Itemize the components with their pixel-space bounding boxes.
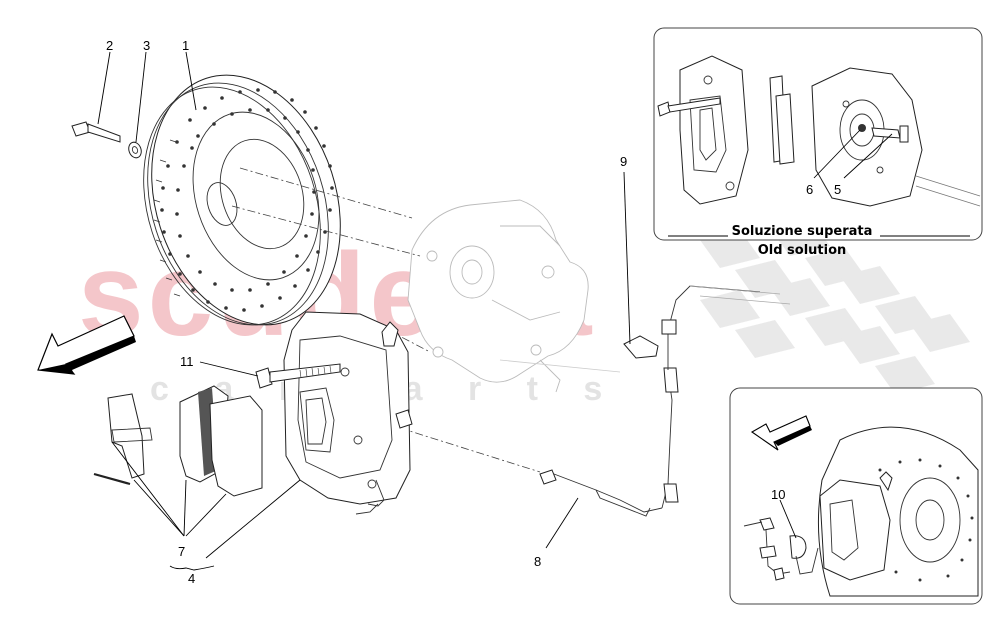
- disc-drill-holes: [160, 88, 334, 312]
- brake-caliper: [283, 311, 413, 515]
- leader-lines: [97, 51, 893, 571]
- callout-1: 1: [182, 38, 189, 53]
- inset-sensor-detail: [729, 387, 983, 605]
- callout-9: 9: [620, 154, 627, 169]
- callout-4: 4: [188, 571, 195, 586]
- caliper-bolt: [255, 363, 341, 389]
- disc-bolt: [71, 121, 121, 143]
- brake-disc: [143, 74, 341, 326]
- callout-11: 11: [180, 354, 194, 369]
- brake-hose-and-sensor: [539, 285, 791, 517]
- brake-pad-set: [93, 385, 263, 497]
- washer: [128, 141, 142, 159]
- callout-7: 7: [178, 544, 185, 559]
- direction-arrow-main: [37, 315, 136, 375]
- callout-2: 2: [106, 38, 113, 53]
- inset-old-solution: [653, 27, 983, 241]
- callout-10: 10: [771, 487, 785, 502]
- callout-6: 6: [806, 182, 813, 197]
- callout-3: 3: [143, 38, 150, 53]
- inset-caption-line1: Soluzione superata: [732, 224, 873, 239]
- inset-caption-line2: Old solution: [758, 243, 847, 258]
- disc-vent-slots: [153, 139, 181, 297]
- hub-carrier-ghost: [407, 199, 621, 393]
- callout-5: 5: [834, 182, 841, 197]
- checker-watermark: [700, 218, 970, 394]
- callout-8: 8: [534, 554, 541, 569]
